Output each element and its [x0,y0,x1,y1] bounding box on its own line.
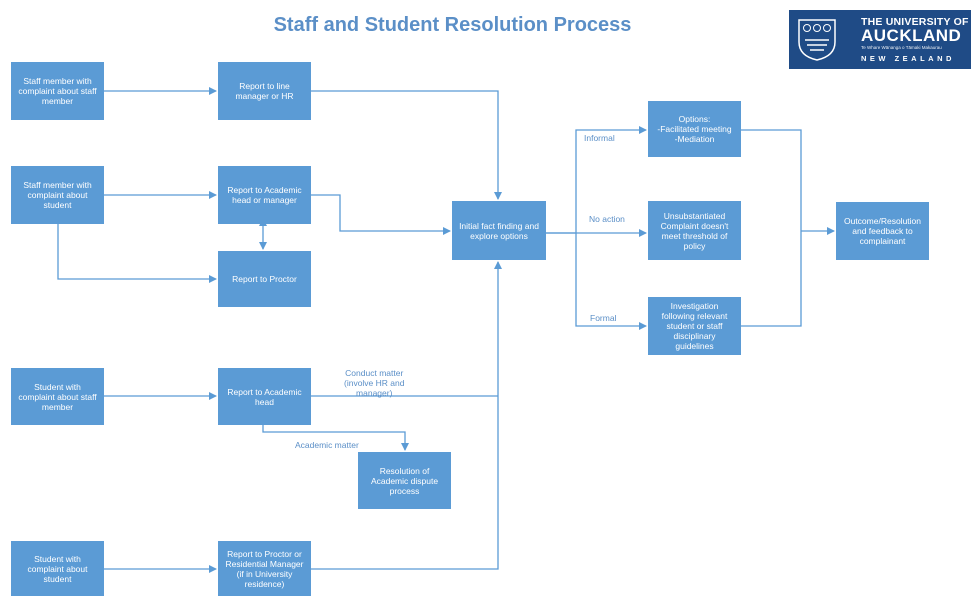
box-report-academic-head-manager: Report to Academic head or manager [218,166,311,224]
logo-line-2: AUCKLAND [861,26,962,45]
box-initial-fact-finding: Initial fact finding and explore options [452,201,546,260]
logo-motto: Te Whare Wānanga o Tāmaki Makaurau [861,45,942,50]
line-options-to-outcome [741,129,802,327]
arrow-staff-student-to-proctor [57,224,217,283]
university-logo: THE UNIVERSITY OF AUCKLAND Te Whare Wāna… [789,10,971,69]
label-conduct-matter: Conduct matter (involve HR and manager) [344,368,405,398]
box-options: Options: -Facilitated meeting -Mediation [648,101,741,157]
logo-line-1: THE UNIVERSITY OF [861,16,969,28]
arrow-academic-head-manager-to-fact-finding [311,194,451,235]
box-unsubstantiated: Unsubstantiated Complaint doesn't meet t… [648,201,741,260]
box-staff-complaint-about-student: Staff member with complaint about studen… [11,166,104,224]
box-investigation: Investigation following relevant student… [648,297,741,355]
box-outcome: Outcome/Resolution and feedback to compl… [836,202,929,260]
label-no-action: No action [589,214,625,224]
box-student-complaint-about-student: Student with complaint about student [11,541,104,596]
arrow-line-manager-to-fact-finding [311,90,502,200]
page-title: Staff and Student Resolution Process [273,14,632,36]
arrow-academic-matter [262,425,409,451]
label-academic-matter: Academic matter [295,440,359,450]
box-staff-complaint-about-staff: Staff member with complaint about staff … [11,62,104,120]
label-informal: Informal [584,133,615,143]
logo-country: NEW ZEALAND [861,54,955,63]
box-report-line-manager: Report to line manager or HR [218,62,311,120]
box-report-proctor: Report to Proctor [218,251,311,307]
line-residential-to-fact-finding [311,261,502,570]
arrow-to-investigation [575,233,647,330]
box-resolution-academic-dispute: Resolution of Academic dispute process [358,452,451,509]
box-report-proctor-residential: Report to Proctor or Residential Manager… [218,541,311,596]
crest-icon [798,19,836,61]
box-report-academic-head: Report to Academic head [218,368,311,425]
box-student-complaint-about-staff: Student with complaint about staff membe… [11,368,104,425]
label-formal: Formal [590,313,617,323]
